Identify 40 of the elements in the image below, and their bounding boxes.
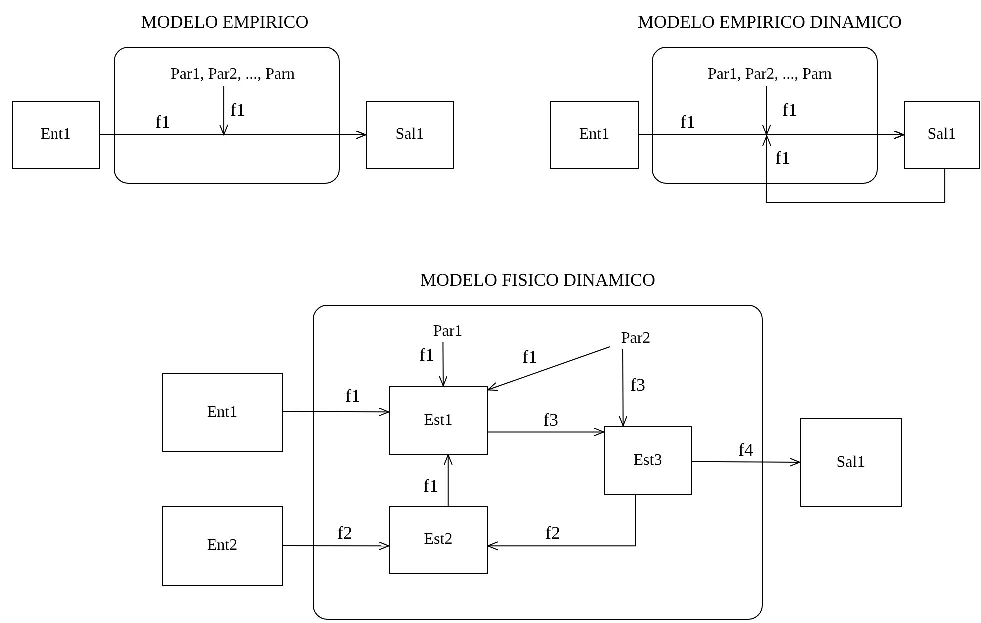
process-box: Est3 xyxy=(604,426,692,495)
edge-label: f2 xyxy=(336,524,354,542)
edge-label: f1 xyxy=(680,113,696,131)
parameter-label: Par1, Par2, ..., Parn xyxy=(150,64,316,86)
process-box: Est1 xyxy=(389,386,488,455)
edge-label: f1 xyxy=(230,101,246,119)
arrow xyxy=(438,342,448,386)
parameter-label: Par1, Par2, ..., Parn xyxy=(690,64,850,86)
process-box: Est2 xyxy=(389,506,488,574)
parameter-label: Par2 xyxy=(610,329,662,349)
arrow xyxy=(488,428,604,437)
arrow xyxy=(282,542,390,551)
arrow xyxy=(444,454,453,506)
process-box: Sal1 xyxy=(904,101,980,169)
model-title: MODELO EMPIRICO xyxy=(140,12,310,33)
process-box: Sal1 xyxy=(366,101,454,169)
edge-label: f1 xyxy=(154,113,172,131)
arrow xyxy=(488,346,610,392)
model-title: MODELO FISICO DINAMICO xyxy=(419,270,656,291)
parameter-label: Par1 xyxy=(428,322,468,342)
edge-label: f1 xyxy=(782,101,798,119)
edge-label: f2 xyxy=(544,524,562,542)
arrow xyxy=(488,494,636,551)
edge-label: f3 xyxy=(542,411,560,429)
process-box: Ent1 xyxy=(162,373,283,452)
edge-label: f4 xyxy=(738,441,754,459)
process-box: Ent1 xyxy=(550,101,639,169)
process-box: Sal1 xyxy=(800,418,902,507)
arrow xyxy=(618,348,628,426)
edge-label: f1 xyxy=(774,149,792,167)
process-box: Ent2 xyxy=(162,506,283,586)
edge-label: f1 xyxy=(422,477,440,495)
edge-label: f1 xyxy=(418,346,436,364)
arrow xyxy=(282,408,390,417)
edge-label: f3 xyxy=(630,376,646,394)
edge-label: f1 xyxy=(344,387,362,405)
edge-label: f1 xyxy=(522,348,538,366)
model-title: MODELO EMPIRICO DINAMICO xyxy=(637,12,903,33)
process-box: Ent1 xyxy=(12,101,100,169)
arrow xyxy=(692,458,800,467)
